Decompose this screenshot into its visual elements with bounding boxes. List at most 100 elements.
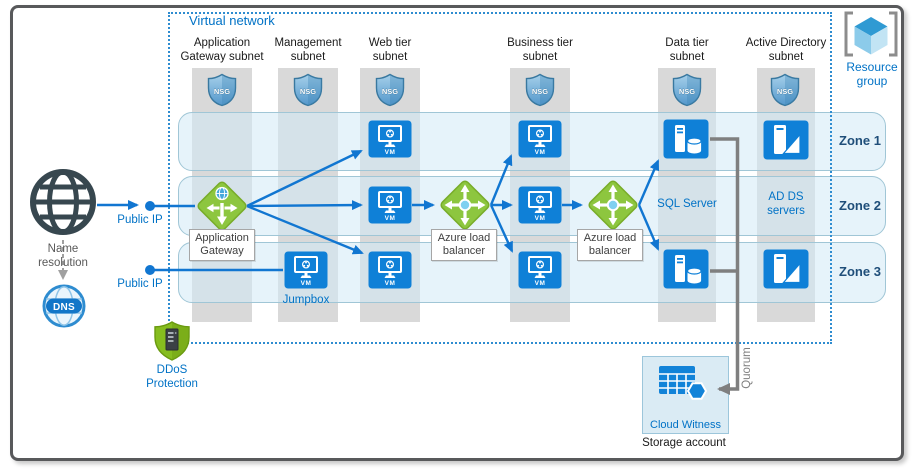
public-ip-dot-bottom xyxy=(145,265,155,275)
web-vm-zone3-icon: VM xyxy=(368,251,412,289)
gateway-to-web-vm1-arrow xyxy=(246,149,363,208)
callout-line: Gateway xyxy=(200,245,244,257)
callout-line: Azure load xyxy=(583,232,637,244)
zone-3-label: Zone 3 xyxy=(839,264,881,279)
subnet-label-line: Gateway subnet xyxy=(180,51,264,63)
load-balancer-business-callout: Azure load balancer xyxy=(577,229,643,261)
jumpbox-vm-icon: VM xyxy=(284,251,328,289)
lb-to-business-vm3-arrow xyxy=(489,204,514,253)
storage-account-label: Storage account xyxy=(642,437,726,449)
zone-2-label: Zone 2 xyxy=(839,198,881,213)
sql1-quorum-path xyxy=(710,137,740,395)
subnet-label-line: subnet xyxy=(669,51,705,63)
business-vm-zone3-icon: VM xyxy=(518,251,562,289)
nsg-icon: NSG xyxy=(525,73,555,107)
quorum-connectors xyxy=(710,137,740,395)
nsg-label: NSG xyxy=(532,87,548,96)
name-resolution-line: Name xyxy=(47,243,79,255)
subnet-label-line: subnet xyxy=(522,51,558,63)
nsg-label: NSG xyxy=(214,87,230,96)
nsg-label: NSG xyxy=(300,87,316,96)
web-vm-zone2-icon: VM xyxy=(368,186,412,224)
nsg-icon: NSG xyxy=(207,73,237,107)
resource-group-label: Resource group xyxy=(834,60,910,88)
jumpbox-label: Jumpbox xyxy=(282,294,330,306)
dns-label: DNS xyxy=(53,302,75,313)
web-vm-zone1-icon: VM xyxy=(368,120,412,158)
ad-ds-label: AD DS servers xyxy=(746,190,826,218)
subnet-label-line: subnet xyxy=(768,51,804,63)
public-ip-bottom-label: Public IP xyxy=(117,278,163,290)
sql-server-zone3-icon xyxy=(663,249,709,289)
subnet-label-line: subnet xyxy=(290,51,326,63)
application-gateway-icon xyxy=(195,179,249,233)
nsg-label: NSG xyxy=(679,87,695,96)
nsg-icon: NSG xyxy=(672,73,702,107)
lb-to-sql2-arrow xyxy=(637,204,660,251)
virtual-network-title: Virtual network xyxy=(189,13,275,28)
subnet-label-line: subnet xyxy=(372,51,408,63)
vm-label: VM xyxy=(385,215,396,222)
nsg-icon: NSG xyxy=(375,73,405,107)
resource-group-line: group xyxy=(856,74,888,88)
storage-account-box: Cloud Witness xyxy=(642,356,729,434)
subnet-label-line: Business tier xyxy=(507,37,573,49)
sql-server-zone1-icon xyxy=(663,119,709,159)
nsg-label: NSG xyxy=(777,87,793,96)
ad-ds-zone1-icon xyxy=(763,120,809,160)
ddos-protection-icon xyxy=(151,320,193,362)
virtual-network-boundary xyxy=(168,12,832,344)
business-vm-zone1-icon: VM xyxy=(518,120,562,158)
gateway-to-web-vm3-arrow xyxy=(246,204,364,255)
gateway-to-web-vm2-arrow xyxy=(246,200,363,211)
nsg-icon: NSG xyxy=(293,73,323,107)
subnet-label-line: Data tier xyxy=(665,37,709,49)
ad-ds-zone3-icon xyxy=(763,249,809,289)
public-ip-top-label: Public IP xyxy=(117,214,163,226)
dns-icon: DNS xyxy=(42,284,86,328)
subnet-label-business-tier: Business tier subnet xyxy=(475,36,605,64)
name-resolution-label: Name resolution xyxy=(13,242,113,270)
blue-connectors xyxy=(97,149,660,272)
subnet-label-line: Management xyxy=(274,37,342,49)
zone-1-label: Zone 1 xyxy=(839,133,881,148)
lb-to-business-vm1-arrow xyxy=(489,154,513,206)
cloud-witness-label: Cloud Witness xyxy=(650,419,721,431)
load-balancer-business-icon xyxy=(586,178,640,232)
subnet-label-active-directory: Active Directory subnet xyxy=(721,36,851,64)
ad-ds-line: servers xyxy=(767,205,805,217)
internet-globe-icon xyxy=(28,167,98,237)
vm-label: VM xyxy=(535,149,546,156)
callout-line: Application xyxy=(195,232,249,244)
application-gateway-callout: Application Gateway xyxy=(189,229,255,261)
ddos-line: DDoS xyxy=(156,364,188,376)
ad-ds-line: AD DS xyxy=(768,191,804,203)
name-resolution-line: resolution xyxy=(38,257,88,269)
subnet-label-web-tier: Web tier subnet xyxy=(325,36,455,64)
vm-label: VM xyxy=(535,280,546,287)
lb-to-sql1-arrow xyxy=(637,159,660,206)
subnet-label-data-tier: Data tier subnet xyxy=(622,36,752,64)
load-balancer-web-icon xyxy=(438,178,492,232)
resource-group-icon xyxy=(842,10,900,60)
sql-server-label: SQL Server xyxy=(657,198,717,210)
vm-label: VM xyxy=(535,215,546,222)
subnet-label-app-gateway: Application Gateway subnet xyxy=(157,36,287,64)
subnet-label-line: Web tier xyxy=(368,37,412,49)
ddos-line: Protection xyxy=(146,378,198,390)
callout-line: balancer xyxy=(442,245,486,257)
quorum-label: Quorum xyxy=(741,347,753,389)
subnet-label-management: Management subnet xyxy=(243,36,373,64)
public-ip-dot-top xyxy=(145,201,155,211)
vm-label: VM xyxy=(385,280,396,287)
load-balancer-web-callout: Azure load balancer xyxy=(431,229,497,261)
business-vm-zone2-icon: VM xyxy=(518,186,562,224)
vm-label: VM xyxy=(301,280,312,287)
resource-group-line: Resource xyxy=(846,60,898,74)
callout-line: balancer xyxy=(588,245,632,257)
nsg-label: NSG xyxy=(382,87,398,96)
nsg-icon: NSG xyxy=(770,73,800,107)
callout-line: Azure load xyxy=(437,232,491,244)
